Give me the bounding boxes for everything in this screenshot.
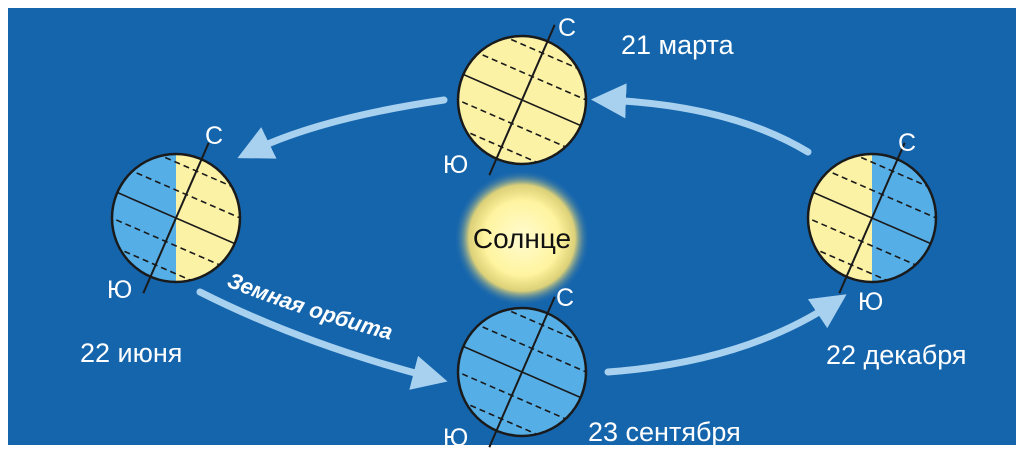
sun: Солнце: [454, 170, 590, 306]
north-label-march: С: [558, 14, 576, 42]
south-label-march: Ю: [443, 151, 468, 179]
south-label-september: Ю: [443, 424, 468, 452]
earth-march: [456, 24, 588, 176]
earth-axis: [488, 24, 556, 176]
earth-axis: [142, 142, 210, 294]
earth-axis: [838, 142, 906, 294]
orbit-arrow-june-to-september: [196, 288, 448, 390]
north-label-december: С: [898, 129, 916, 157]
south-label-june: Ю: [107, 276, 132, 304]
orbit-arrow-march-to-june: [237, 96, 448, 159]
date-label-december: 22 декабря: [826, 340, 967, 370]
orbit-arrows: [196, 83, 847, 390]
north-label-september: С: [556, 284, 574, 312]
sun-glow: [454, 170, 590, 306]
globe-outline: [110, 152, 242, 284]
orbit-arrow-december-to-march: [591, 83, 812, 156]
orbit-arrow-september-to-december: [604, 294, 847, 376]
globe-outline: [456, 34, 588, 166]
sun-label: Солнце: [473, 223, 571, 254]
north-label-june: С: [205, 122, 223, 150]
south-label-december: Ю: [858, 288, 883, 316]
date-label-june: 22 июня: [80, 338, 182, 368]
globe-outline: [806, 152, 938, 284]
earth-axis: [488, 296, 556, 448]
globe-outline: [456, 306, 588, 438]
earth-september: [456, 296, 588, 448]
date-label-march: 21 марта: [621, 30, 735, 60]
date-label-september: 23 сентября: [588, 417, 741, 447]
